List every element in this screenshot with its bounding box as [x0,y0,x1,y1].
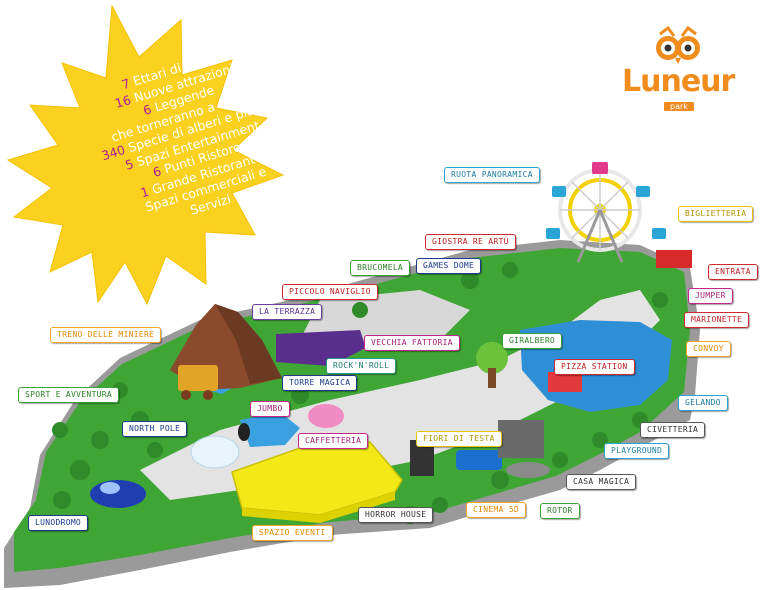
entrata-building [656,250,692,268]
label-rocknroll[interactable]: ROCK'N'ROLL [326,358,397,374]
rotor [506,462,550,478]
label-games-dome[interactable]: GAMES DOME [416,258,482,274]
label-jumbo[interactable]: JUMBO [250,401,290,417]
paths [140,290,660,500]
casa-magica [498,420,544,458]
jumbo-elephant [308,404,344,428]
label-lunodromo[interactable]: LUNODROMO [28,515,89,531]
label-jumper[interactable]: JUMPER [688,288,733,304]
label-ruota-panoramica[interactable]: RUOTA PANORAMICA [444,167,540,183]
igloo [190,435,240,469]
label-torre-magica[interactable]: TORRE MAGICA [282,375,358,391]
label-marionette[interactable]: MARIONETTE [684,312,750,328]
lake-pond [240,412,300,447]
la-terrazza-roof [276,330,366,366]
penguin [238,423,250,441]
label-entrata[interactable]: ENTRATA [708,264,758,280]
label-giralbero[interactable]: GIRALBERO [502,333,563,349]
label-north-pole[interactable]: NORTH POLE [122,421,188,437]
label-casa-magica[interactable]: CASA MAGICA [566,474,637,490]
lunodromo-car [90,480,146,508]
label-gelando[interactable]: GELANDO [678,395,728,411]
label-biglietteria[interactable]: BIGLIETTERIA [678,206,754,222]
label-playground[interactable]: PLAYGROUND [604,443,670,459]
pizza-station-stand [548,372,582,392]
label-convoy[interactable]: CONVOY [686,341,731,357]
label-treno-delle-miniere[interactable]: TRENO DELLE MINIERE [50,327,162,343]
label-piccolo-naviglio[interactable]: PICCOLO NAVIGLIO [282,284,378,300]
info-star [6,4,285,306]
label-la-terrazza[interactable]: LA TERRAZZA [252,304,323,320]
owl-icon [656,26,700,64]
label-fiori-di-testa[interactable]: FIORI DI TESTA [416,431,502,447]
label-pizza-station[interactable]: PIZZA STATION [554,359,635,375]
label-vecchia-fattoria[interactable]: VECCHIA FATTORIA [364,335,460,351]
mountain-shade [215,304,282,384]
giralbero-tree [476,342,508,374]
logo-wordmark: Luneur [622,64,735,99]
label-spazio-eventi[interactable]: SPAZIO EVENTI [252,525,333,541]
label-giostra-re-artu[interactable]: GIOSTRA RE ARTÙ [425,234,516,250]
label-civetteria[interactable]: CIVETTERIA [640,422,706,438]
train [178,365,218,391]
label-cinema-5d[interactable]: CINEMA 5D [466,502,527,518]
logo-park-badge: park [664,102,694,111]
luneur-logo[interactable]: Luneur park [622,26,742,116]
label-rotor[interactable]: ROTOR [540,503,580,519]
label-horror-house[interactable]: HORROR HOUSE [358,507,434,523]
cinema-5d [456,450,502,470]
label-sport-e-avventura[interactable]: SPORT E AVVENTURA [18,387,119,403]
label-caffetteria[interactable]: CAFFETTERIA [298,433,369,449]
label-brucomela[interactable]: BRUCOMELA [350,260,411,276]
ferris-wheel [546,162,666,263]
